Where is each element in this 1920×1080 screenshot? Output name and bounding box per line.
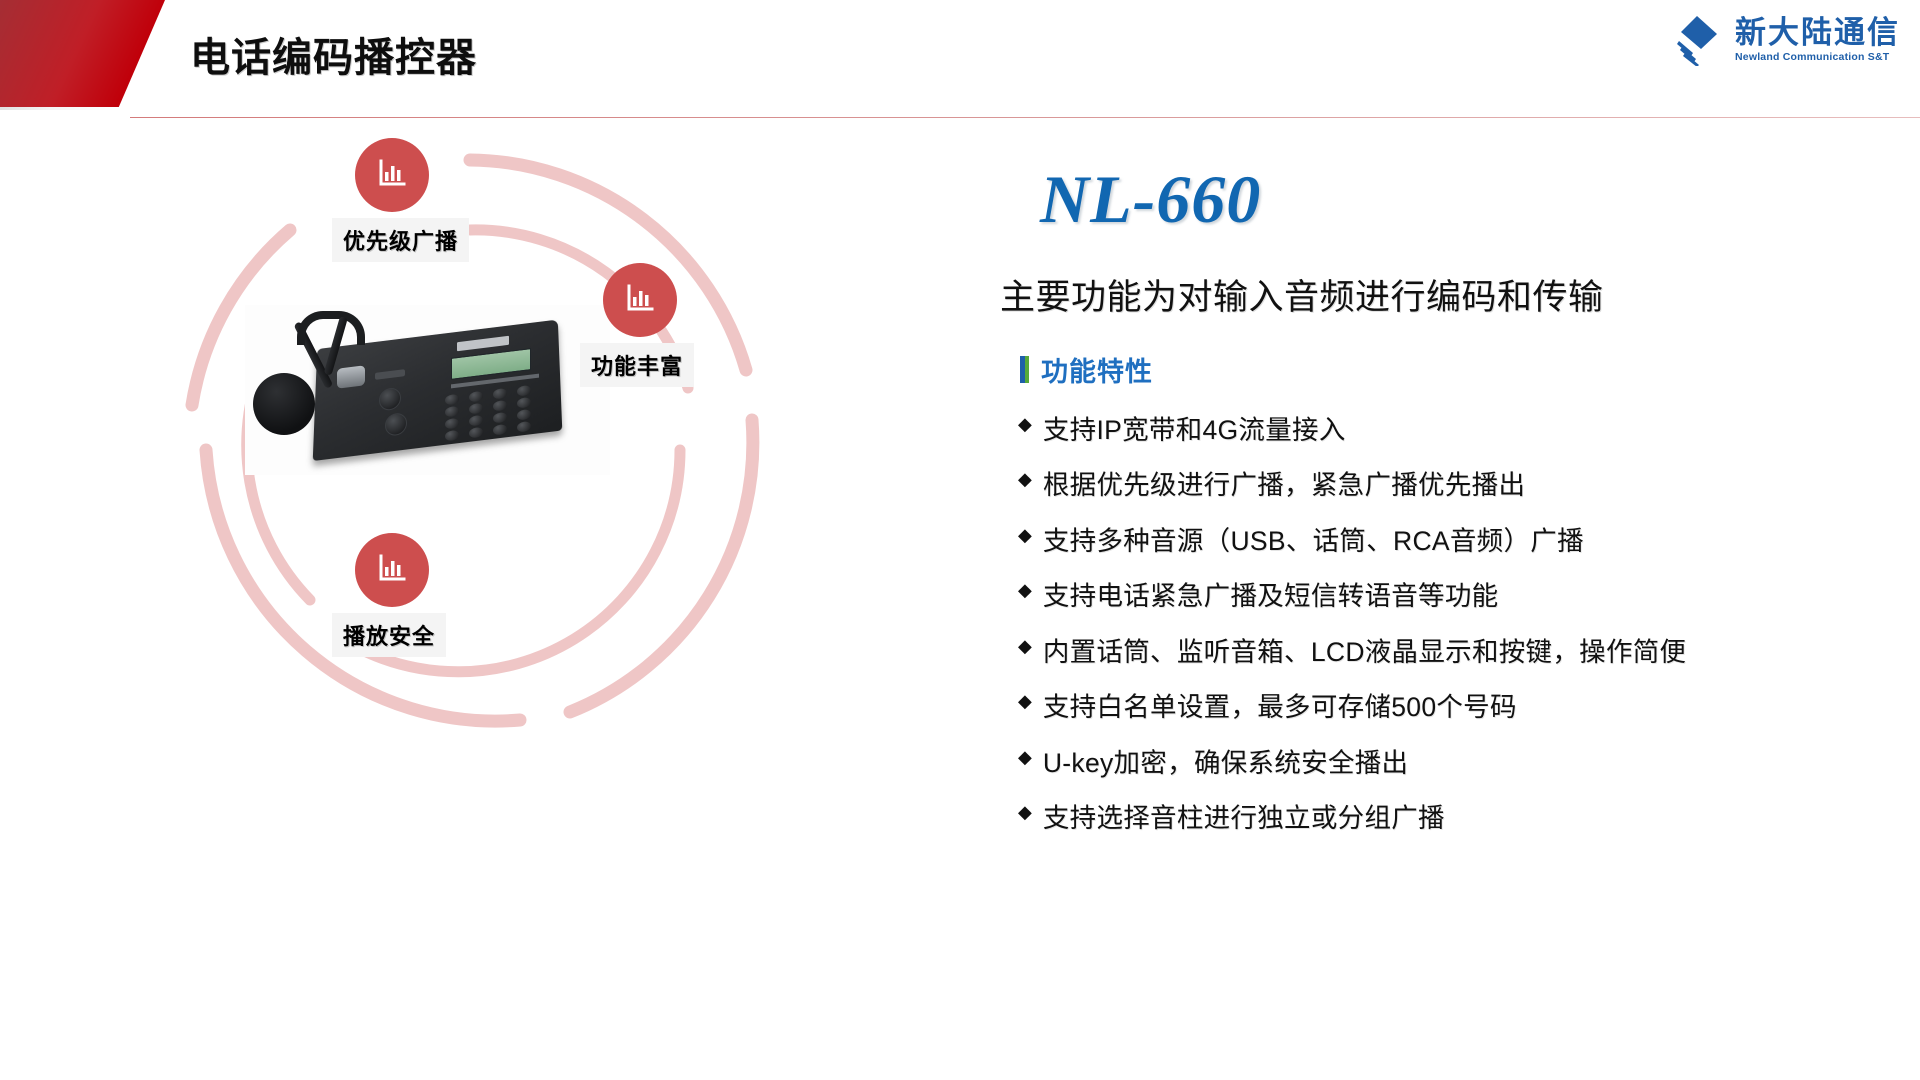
diamond-bullet-icon: ◆ bbox=[1018, 580, 1032, 601]
product-title: NL-660 bbox=[1040, 161, 1262, 237]
list-item-text: U-key加密，确保系统安全播出 bbox=[1042, 747, 1409, 778]
microphone-mount bbox=[337, 365, 365, 389]
list-item: ◆ 支持IP宽带和4G流量接入 bbox=[1018, 411, 1880, 449]
circular-feature-diagram: 优先级广播 功能丰富 bbox=[140, 120, 800, 840]
header-divider bbox=[130, 117, 1920, 119]
feature-node-2[interactable] bbox=[603, 263, 677, 337]
list-item-text: 根据优先级进行广播，紧急广播优先播出 bbox=[1042, 470, 1526, 501]
feature-node-3[interactable] bbox=[355, 533, 429, 607]
features-heading-text: 功能特性 bbox=[1041, 357, 1153, 387]
list-item: ◆ 支持电话紧急广播及短信转语音等功能 bbox=[1018, 577, 1880, 615]
header-red-banner-shape bbox=[0, 0, 165, 107]
diamond-bullet-icon: ◆ bbox=[1018, 524, 1032, 545]
bar-chart-icon bbox=[375, 551, 409, 590]
list-item: ◆ 内置话筒、监听音箱、LCD液晶显示和按键，操作简便 bbox=[1018, 633, 1880, 671]
logo-chinese-name: 新大陆通信 bbox=[1735, 15, 1900, 51]
diamond-bullet-icon: ◆ bbox=[1018, 691, 1032, 712]
diamond-bullet-icon: ◆ bbox=[1018, 801, 1032, 822]
microphone-arc bbox=[297, 311, 365, 345]
diamond-bullet-icon: ◆ bbox=[1018, 635, 1032, 656]
slide-header: 电话编码播控器 新大陆通信 Newland Commun bbox=[0, 0, 1920, 119]
feature-node-1-label: 优先级广播 bbox=[332, 218, 470, 262]
features-list: ◆ 支持IP宽带和4G流量接入 ◆ 根据优先级进行广播，紧急广播优先播出 ◆ 支… bbox=[1018, 411, 1880, 837]
diamond-bullet-icon: ◆ bbox=[1018, 414, 1032, 434]
logo-english-name: Newland Communication S&T bbox=[1735, 51, 1890, 64]
feature-node-1[interactable] bbox=[355, 138, 429, 212]
list-item: ◆ 支持多种音源（USB、话筒、RCA音频）广播 bbox=[1018, 522, 1880, 560]
microphone-head bbox=[253, 373, 315, 435]
newland-diamond-icon bbox=[1673, 14, 1725, 67]
product-info-panel: NL-660 主要功能为对输入音频进行编码和传输 功能特性 ◆ 支持IP宽带和4… bbox=[1000, 160, 1880, 854]
list-item-text: 内置话筒、监听音箱、LCD液晶显示和按键，操作简便 bbox=[1042, 636, 1687, 667]
company-logo: 新大陆通信 Newland Communication S&T bbox=[1673, 14, 1900, 67]
product-subtitle: 主要功能为对输入音频进行编码和传输 bbox=[1000, 278, 1604, 317]
list-item-text: 支持白名单设置，最多可存储500个号码 bbox=[1042, 692, 1517, 723]
list-item-text: 支持选择音柱进行独立或分组广播 bbox=[1042, 802, 1445, 833]
list-item-text: 支持IP宽带和4G流量接入 bbox=[1042, 415, 1346, 445]
bar-chart-icon bbox=[623, 281, 657, 320]
list-item: ◆ U-key加密，确保系统安全播出 bbox=[1018, 744, 1880, 782]
feature-node-3-label: 播放安全 bbox=[332, 613, 447, 657]
list-item: ◆ 根据优先级进行广播，紧急广播优先播出 bbox=[1018, 466, 1880, 504]
feature-node-2-label: 功能丰富 bbox=[580, 343, 695, 387]
list-item-text: 支持电话紧急广播及短信转语音等功能 bbox=[1042, 581, 1499, 612]
features-heading: 功能特性 bbox=[1020, 350, 1880, 389]
logo-text: 新大陆通信 Newland Communication S&T bbox=[1735, 17, 1900, 63]
diamond-bullet-icon: ◆ bbox=[1018, 746, 1032, 767]
device-knobs bbox=[373, 384, 425, 440]
diagram-arcs bbox=[185, 153, 760, 728]
page-title: 电话编码播控器 bbox=[190, 36, 477, 80]
diamond-bullet-icon: ◆ bbox=[1018, 469, 1032, 490]
list-item-text: 支持多种音源（USB、话筒、RCA音频）广播 bbox=[1042, 525, 1584, 556]
product-photo bbox=[245, 305, 610, 475]
list-item: ◆ 支持选择音柱进行独立或分组广播 bbox=[1018, 799, 1880, 837]
bar-chart-icon bbox=[375, 156, 409, 195]
list-item: ◆ 支持白名单设置，最多可存储500个号码 bbox=[1018, 688, 1880, 726]
heading-accent-bar-icon bbox=[1020, 356, 1029, 383]
